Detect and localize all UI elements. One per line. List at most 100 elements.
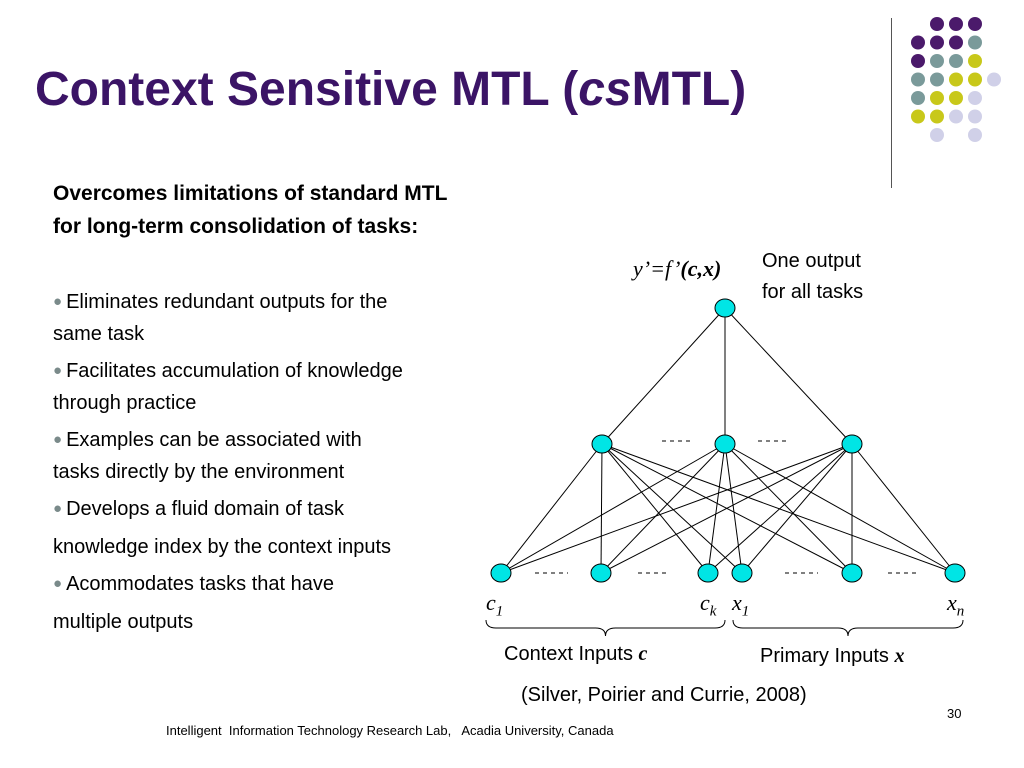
connection-line [500, 443, 603, 574]
bullet-text: Develops a fluid domain of task [66, 498, 344, 520]
title-prefix: Context Sensitive MTL ( [35, 63, 579, 116]
bullet-item: ●Examples can be associated with tasks di… [53, 425, 523, 488]
subheading-line-2: for long-term consolidation of tasks: [53, 215, 419, 238]
bullet-item: ●Facilitates accumulation of knowledge th… [53, 356, 523, 419]
formula-f: f [664, 256, 674, 281]
context-inputs-label: Context Inputs c [504, 643, 647, 666]
bullet-dot-icon: ● [53, 575, 63, 592]
xn-base: x [947, 590, 957, 615]
formula-y: y [633, 256, 643, 281]
input-node [590, 563, 612, 583]
decor-dot [968, 109, 982, 124]
decor-dot [930, 109, 944, 124]
title-suffix: MTL) [631, 63, 747, 116]
decor-dot [968, 54, 982, 68]
decor-dot [911, 109, 925, 124]
decor-dot [987, 72, 1001, 87]
decor-dot [949, 109, 963, 124]
connection-line [724, 443, 956, 574]
input-node [490, 563, 512, 583]
decor-dot [949, 35, 963, 50]
input-label-c1: c1 [486, 590, 503, 620]
decor-dot [930, 35, 944, 50]
decor-dot [968, 72, 982, 87]
formula-prime: ’ [642, 256, 651, 281]
decor-dot [949, 17, 963, 31]
bullet-text: Examples can be associated with [66, 429, 362, 451]
c1-sub: 1 [495, 603, 504, 620]
primary-inputs-text: Primary Inputs [760, 645, 889, 667]
connection-line [600, 443, 853, 574]
connection-line [851, 443, 956, 574]
decor-dot [968, 17, 982, 31]
connection-line [741, 443, 853, 574]
output-formula: y’=f’(c,x) [633, 256, 721, 282]
connection-line [601, 307, 726, 445]
bullet-text-cont: same task [53, 323, 145, 345]
connection-line [724, 307, 853, 445]
ck-base: c [700, 590, 710, 615]
output-node [714, 298, 736, 318]
subheading: Overcomes limitations of standard MTL fo… [53, 177, 613, 243]
decor-dot [949, 91, 963, 105]
x1-base: x [732, 590, 742, 615]
subheading-line-1: Overcomes limitations of standard MTL [53, 182, 448, 205]
bullet-text: Acommodates tasks that have [66, 573, 334, 595]
input-node [731, 563, 753, 583]
decor-dot [930, 17, 944, 31]
input-label-xn: xn [947, 590, 964, 620]
input-node [697, 563, 719, 583]
bullet-text-cont: knowledge index by the context inputs [53, 536, 391, 558]
input-label-ck: ck [700, 590, 716, 620]
connection-line [724, 443, 743, 574]
decorative-dot-grid [911, 17, 1001, 142]
ck-sub: k [709, 603, 717, 620]
input-label-x1: x1 [732, 590, 749, 620]
decor-dot [911, 91, 925, 105]
bullet-dot-icon: ● [53, 293, 63, 310]
title-italic: cs [578, 63, 632, 116]
decor-dot [911, 72, 925, 87]
decor-dot [911, 54, 925, 68]
decor-dot [930, 128, 944, 142]
connection-line [724, 443, 853, 574]
decor-dot [968, 35, 982, 50]
page-number: 30 [947, 706, 962, 721]
hidden-node [591, 434, 613, 454]
citation: (Silver, Poirier and Currie, 2008) [521, 684, 807, 706]
formula-args: (c,x) [680, 256, 722, 281]
footer: Intelligent Information Technology Resea… [166, 723, 614, 738]
slide-title: Context Sensitive MTL (csMTL) [35, 62, 746, 117]
connection-line [707, 443, 726, 574]
xn-sub: n [956, 603, 965, 620]
decorative-divider [891, 18, 892, 188]
connection-line [707, 443, 853, 574]
bullet-text-cont: through practice [53, 392, 197, 414]
hidden-node [714, 434, 736, 454]
bullet-text-cont: tasks directly by the environment [53, 461, 345, 483]
connection-line [601, 443, 743, 574]
formula-equals: = [650, 256, 665, 281]
decor-dot [968, 91, 982, 105]
bullet-dot-icon: ● [53, 431, 63, 448]
connection-line [500, 443, 726, 574]
decor-dot [930, 91, 944, 105]
bullet-dot-icon: ● [53, 500, 63, 517]
primary-inputs-symbol: x [894, 645, 905, 667]
context-inputs-brace [485, 619, 726, 637]
primary-inputs-brace [732, 619, 964, 637]
x1-sub: 1 [741, 603, 750, 620]
decor-dot [949, 54, 963, 68]
c1-base: c [486, 590, 496, 615]
bullet-text: Facilitates accumulation of knowledge [66, 360, 403, 382]
bullet-dot-icon: ● [53, 362, 63, 379]
connection-line [601, 443, 956, 574]
formula-prime: ’ [673, 256, 681, 281]
input-node [841, 563, 863, 583]
hidden-node [841, 434, 863, 454]
decor-dot [968, 128, 982, 142]
bullet-item: ●Develops a fluid domain of task [53, 494, 523, 526]
primary-inputs-label: Primary Inputs x [760, 645, 905, 668]
